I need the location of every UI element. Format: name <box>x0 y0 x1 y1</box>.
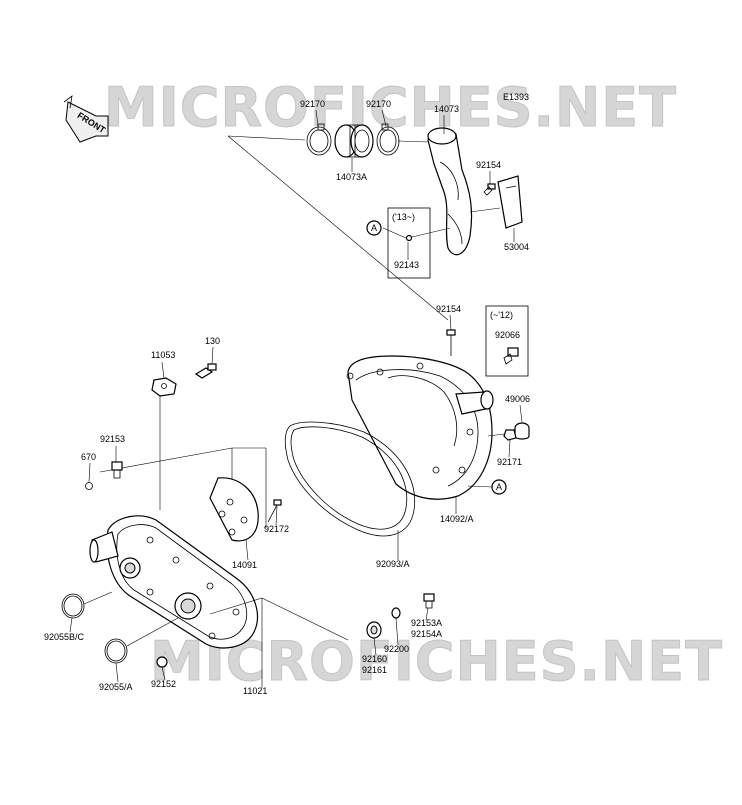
part-number: 92154 <box>436 304 461 314</box>
part-number: 92093/A <box>376 559 410 569</box>
leader-line <box>227 135 449 321</box>
leader-line <box>411 227 451 238</box>
part-number: 92153A <box>411 618 442 628</box>
collar-part <box>366 621 382 639</box>
part-number: 92152 <box>151 679 176 689</box>
leader-line <box>467 485 493 488</box>
screw-part <box>194 363 217 379</box>
leader-line <box>397 140 429 143</box>
clamp-part <box>376 123 400 156</box>
leader-line <box>227 135 306 141</box>
part-number: 92160 <box>362 654 387 664</box>
o-ring-inner <box>63 595 83 617</box>
leader-line <box>209 597 349 664</box>
part-number: 49006 <box>505 394 530 404</box>
callout-label: A <box>496 482 502 492</box>
clamp-part <box>306 123 332 156</box>
part-number: 670 <box>81 452 96 462</box>
o-ring-part <box>104 638 128 664</box>
part-number: 11021 <box>243 686 267 696</box>
part-number: 92171 <box>497 457 522 467</box>
part-number: 14092/A <box>440 514 474 524</box>
part-number: 14073A <box>336 172 367 182</box>
part-number: 92143 <box>394 260 419 270</box>
callout-label: A <box>371 223 377 233</box>
leader-line <box>382 227 407 239</box>
front-arrow-icon: FRONT <box>63 95 109 143</box>
year-note: (~'12) <box>490 310 513 320</box>
part-number: 92154 <box>476 160 501 170</box>
washer-part <box>391 607 401 619</box>
part-number: 14091 <box>232 560 257 570</box>
part-number: 92172 <box>264 524 289 534</box>
part-number: 53004 <box>504 242 529 252</box>
year-note: ('13~) <box>392 212 415 222</box>
part-number: 92200 <box>384 644 409 654</box>
duct-part <box>334 124 374 158</box>
nut-part <box>503 429 517 441</box>
part-number: 92170 <box>366 99 391 109</box>
plate-part <box>209 477 259 542</box>
callout-a-icon <box>366 220 382 236</box>
year-note-box <box>387 207 431 279</box>
bolt-part <box>446 329 456 356</box>
holder-part <box>151 377 177 397</box>
o-ring-inner <box>106 640 126 662</box>
part-number: 130 <box>205 336 220 346</box>
bolt-part <box>483 183 496 196</box>
part-number: 92170 <box>300 99 325 109</box>
year-note-box <box>485 305 529 377</box>
watermark-top: MICROFICHES.NET <box>104 76 677 139</box>
part-number: 92153 <box>100 434 125 444</box>
diagram-code: E1393 <box>503 92 529 102</box>
washer-part <box>156 656 168 668</box>
o-ring-part <box>85 482 93 490</box>
part-number: 92055B/C <box>44 632 85 642</box>
intake-hose-part <box>427 127 473 256</box>
plate-part <box>497 175 523 229</box>
bolt-part <box>111 461 123 479</box>
part-number: 14073 <box>434 104 459 114</box>
part-number: 92161 <box>362 665 387 675</box>
bolt-part <box>267 499 282 523</box>
o-ring-part <box>61 593 85 619</box>
part-number: 11053 <box>151 350 175 360</box>
clutch-cover-part <box>346 355 494 500</box>
fitting-part <box>503 347 519 365</box>
leader-line <box>126 617 179 647</box>
housing-part <box>89 515 258 649</box>
leader-line <box>83 591 113 605</box>
part-number: 92055/A <box>99 682 133 692</box>
leader-line <box>487 433 505 437</box>
plug-part <box>514 422 530 440</box>
part-number: 92066 <box>495 330 520 340</box>
grommet-part <box>405 234 413 242</box>
bolt-part <box>423 593 435 609</box>
leader-line <box>469 207 501 213</box>
part-number: 92154A <box>411 629 442 639</box>
label-leaders <box>69 109 523 688</box>
